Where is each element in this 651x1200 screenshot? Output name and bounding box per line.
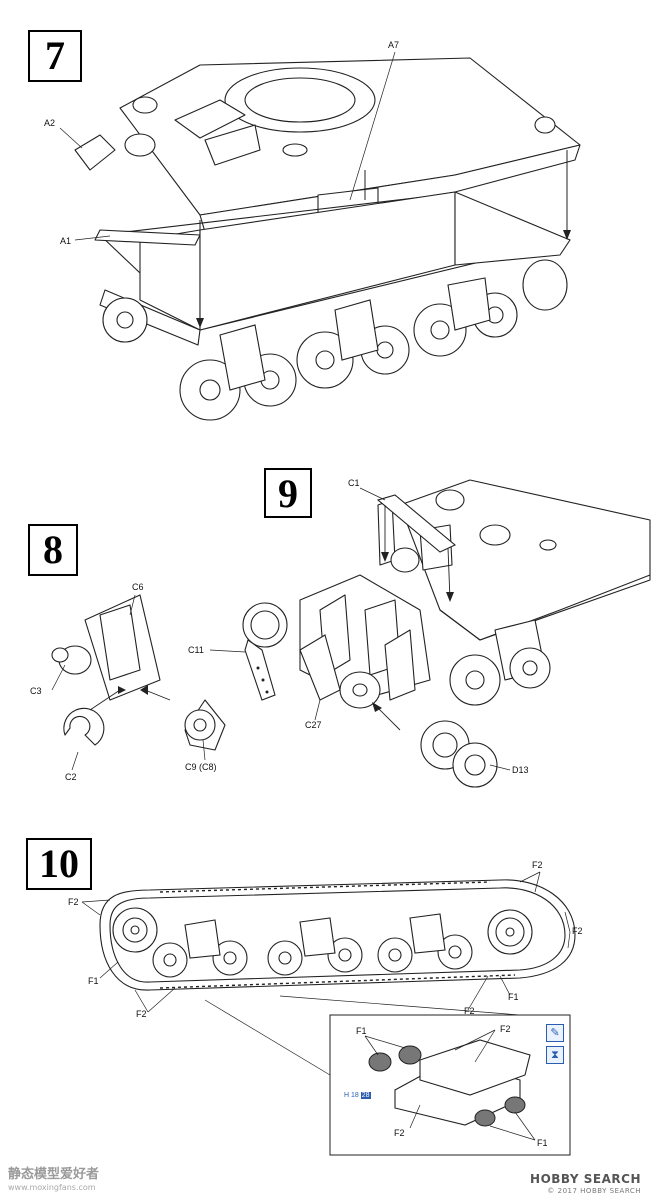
part-label-f2: F2	[532, 860, 543, 870]
step-8-number: 8	[28, 524, 78, 576]
paintbrush-icon: ✎	[546, 1024, 564, 1042]
part-label-c1: C1	[348, 478, 360, 488]
part-label-c3: C3	[30, 686, 42, 696]
part-label-c11: C11	[188, 645, 204, 655]
part-label-a2: A2	[44, 118, 56, 128]
cement-icon: ⧗	[546, 1046, 564, 1064]
part-label-c2: C2	[65, 772, 77, 782]
step-10-number: 10	[26, 838, 92, 890]
part-label-f2: F2	[572, 926, 583, 936]
step-9-number: 9	[264, 468, 312, 518]
part-label-c9: C9 (C8)	[185, 762, 217, 772]
inset-label-f2: F2	[500, 1024, 511, 1034]
part-label-a1: A1	[60, 236, 72, 246]
inset-label-f1: F1	[537, 1138, 548, 1148]
part-label-f2: F2	[68, 897, 79, 907]
paint-reference: H 18 28	[344, 1092, 371, 1099]
part-label-f2: F2	[136, 1009, 147, 1019]
hobby-search-logo: HOBBY SEARCH	[530, 1172, 641, 1186]
step-7-number: 7	[28, 30, 82, 82]
part-label-f1: F1	[508, 992, 519, 1002]
part-label-f1: F1	[88, 976, 99, 986]
part-label-c27: C27	[305, 720, 322, 730]
watermark-right: HOBBY SEARCH © 2017 HOBBY SEARCH	[530, 1172, 641, 1195]
part-label-f2: F2	[464, 1006, 475, 1016]
part-label-d13: D13	[512, 765, 529, 775]
part-label-c6: C6	[132, 582, 144, 592]
watermark-left: 静态模型爱好者 www.moxingfans.com	[8, 1167, 100, 1192]
inset-label-f1: F1	[356, 1026, 367, 1036]
part-label-a7: A7	[388, 40, 400, 50]
inset-label-f2: F2	[394, 1128, 405, 1138]
